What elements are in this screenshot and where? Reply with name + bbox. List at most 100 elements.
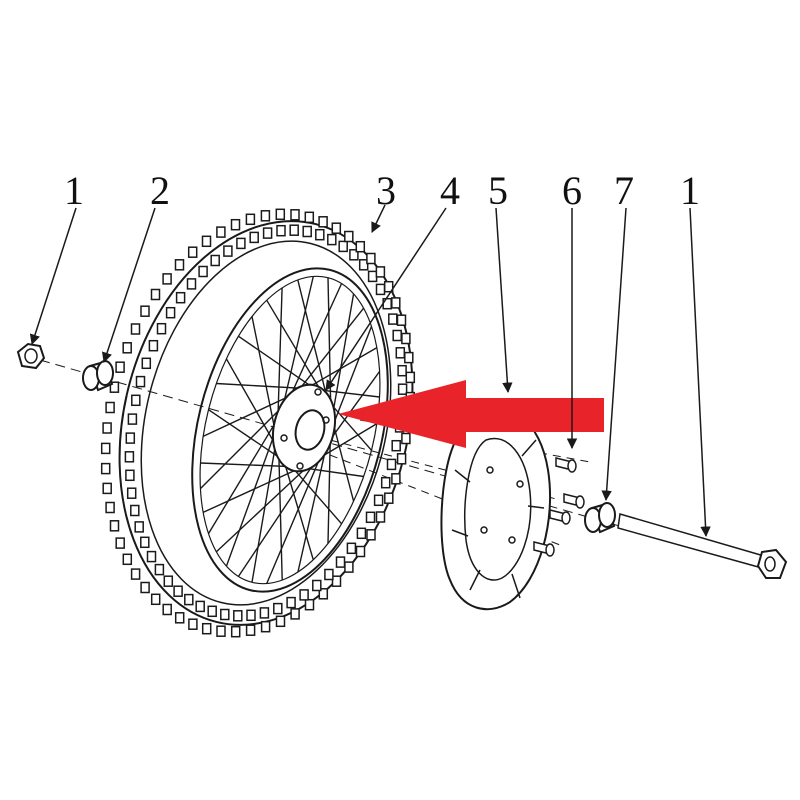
tread-knob [195,600,205,613]
tread-knob [367,270,378,283]
tread-knob [275,208,286,221]
tread-knob [259,607,270,619]
tread-knob [273,602,283,615]
tread-knob [396,314,407,326]
tread-knob [115,537,125,549]
tread-knob [405,371,416,384]
tread-knob [375,266,386,278]
tread-knob [395,347,406,359]
tread-knob [373,494,384,507]
callout-5: 5 [488,168,508,213]
tread-knob [122,553,133,566]
tread-knob [140,536,150,549]
disc-bolts [533,457,585,557]
callout-1-left: 1 [64,168,84,213]
tread-knob [174,259,185,271]
tread-knob [355,240,366,253]
spoke [208,409,287,463]
tread-knob [141,357,152,370]
spoke [266,299,326,398]
spoke [276,287,283,428]
tread-knob [216,226,226,238]
tread-knob [358,259,369,271]
spoke [327,277,332,420]
spacer-right [584,502,616,534]
tread-knob [233,610,243,622]
tread-knob [105,501,115,514]
tread-knob [397,364,407,377]
tread-knob [174,612,185,624]
tread-knob [366,529,376,541]
tread-knob [236,237,246,250]
tread-knob [105,401,115,414]
tread-knob [245,624,256,636]
tread-knob [131,394,141,407]
tread-knob [125,432,136,444]
tread-knob [262,227,273,239]
tread-knob [356,527,367,540]
tread-knob [260,620,271,633]
tread-knob [391,297,401,309]
tread-knob [349,249,359,261]
tread-knob [396,453,407,465]
tread-knob [130,323,141,335]
spoke [202,390,300,438]
tread-knob [246,609,256,622]
tread-knob [344,561,354,573]
tread-knob [249,231,259,244]
tread-knob [163,575,174,587]
tread-knob [115,361,125,373]
spoke [215,461,313,553]
tread-knob [302,225,312,238]
spoke [202,466,304,514]
tread-knob [150,288,161,301]
tread-knob [304,598,315,611]
tread-knob [162,603,172,616]
spoke [280,276,314,415]
spoke [225,358,281,454]
tread-knob [140,581,150,594]
tread-knob [230,625,241,638]
tread-knob [220,608,230,621]
tread-knob [162,273,172,285]
tread-knob [154,563,165,576]
callout-7: 7 [614,168,634,213]
tread-knob [223,245,233,257]
spacer-left [82,360,114,392]
tread-knob [124,451,135,463]
tread-knob [289,224,299,236]
tread-knob [312,579,322,592]
tread-knob [173,585,183,597]
tread-knob [304,211,315,224]
spoke [251,436,278,583]
tread-knob [109,381,120,393]
tread-knob [210,254,220,267]
tread-knob [386,458,397,471]
callout-3: 3 [376,168,396,213]
tread-knob [201,622,212,635]
leader-lines [29,204,711,538]
tread-knob [276,224,286,237]
tread-knob [148,339,159,352]
spoke [207,409,284,534]
tread-knob [184,593,194,606]
tread-knob [109,520,120,532]
tread-knob [102,422,112,434]
tread-knob [392,329,402,342]
tread-knob [384,492,394,504]
tread-knob [388,313,398,325]
spoke [237,453,322,577]
callout-labels: 1 2 3 4 5 6 7 1 [64,168,700,213]
tread-knob [397,383,408,395]
spoke [297,279,330,408]
tread-knob [127,413,138,425]
tread-knob [391,439,401,452]
tread-knob [346,542,357,555]
tread-knob [126,487,137,499]
spoke [216,382,309,390]
tread-knob [130,504,140,517]
tread-knob [175,291,186,304]
tread-knob [299,589,309,601]
